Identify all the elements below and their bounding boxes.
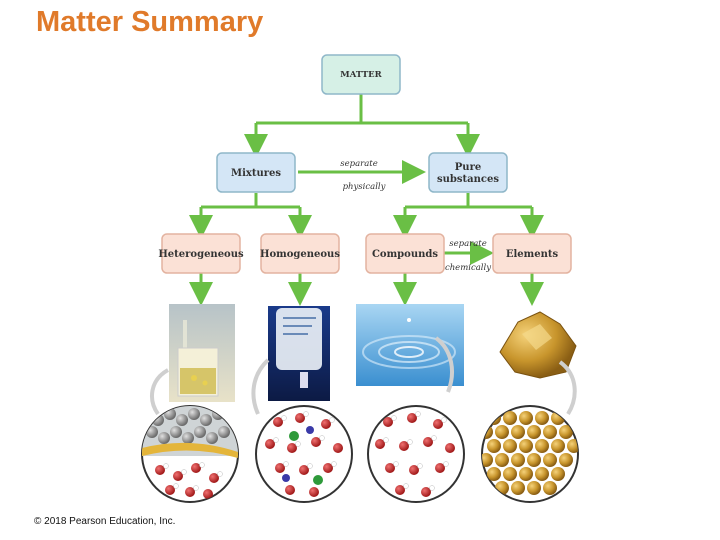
svg-text:Compounds: Compounds <box>372 249 438 260</box>
node-matter: MATTER <box>321 54 401 95</box>
separate-physically-label-top: separate <box>340 159 377 169</box>
iv-saline-bag-photo-icon <box>268 306 330 401</box>
zoom-arrows <box>150 336 577 416</box>
node-compounds: Compounds <box>365 233 445 274</box>
svg-text:Elements: Elements <box>506 249 559 260</box>
svg-text:substances: substances <box>437 174 499 185</box>
svg-text:Pure: Pure <box>455 162 481 173</box>
node-homogeneous: Homogeneous <box>260 233 340 274</box>
separate-chemically-label-top: separate <box>449 239 486 249</box>
element-molecular-view <box>481 405 579 503</box>
page-title: Matter Summary <box>36 6 264 38</box>
water-drop-photo-icon <box>356 304 464 386</box>
node-heterogeneous: Heterogeneous <box>158 233 244 274</box>
homogeneous-molecular-view <box>255 405 353 503</box>
copyright-credit: © 2018 Pearson Education, Inc. <box>34 516 176 527</box>
compound-molecular-view <box>367 405 465 503</box>
sand-in-water-photo-icon <box>169 304 235 402</box>
node-pure-substances: Pure substances <box>428 152 508 193</box>
svg-text:Heterogeneous: Heterogeneous <box>158 249 244 260</box>
node-mixtures: Mixtures <box>216 152 296 193</box>
gold-nugget-photo-icon <box>499 311 577 379</box>
svg-text:Mixtures: Mixtures <box>231 168 281 179</box>
separate-chemically-label-bottom: chemically <box>445 263 491 273</box>
svg-text:Homogeneous: Homogeneous <box>260 249 340 260</box>
heterogeneous-molecular-view <box>141 405 239 503</box>
connectors <box>189 94 544 306</box>
node-elements: Elements <box>492 233 572 274</box>
separate-physically-label-bottom: physically <box>343 182 386 192</box>
svg-text:MATTER: MATTER <box>340 70 382 80</box>
